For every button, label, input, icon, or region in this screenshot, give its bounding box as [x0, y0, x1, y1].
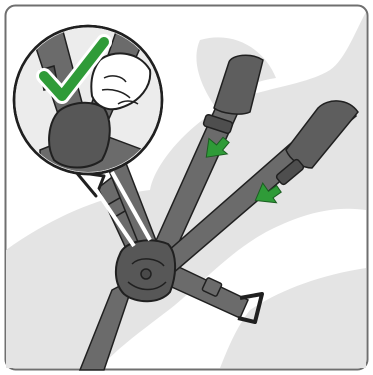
shoulder-strap-lower: [158, 100, 359, 276]
shoulder-strap-upper: [148, 54, 264, 263]
zoom-pointer-left: [90, 182, 136, 248]
waist-strap-right: [151, 256, 264, 324]
hand: [90, 52, 152, 111]
zoom-bubble: [12, 24, 164, 176]
arrow-down-left-icon: [254, 182, 282, 204]
seat-shape-bottom: [220, 268, 366, 368]
main-buckle: [114, 239, 176, 303]
zoom-pointer-right: [110, 171, 152, 241]
check-icon: [39, 37, 109, 101]
arrow-down-left-icon: [205, 136, 230, 158]
